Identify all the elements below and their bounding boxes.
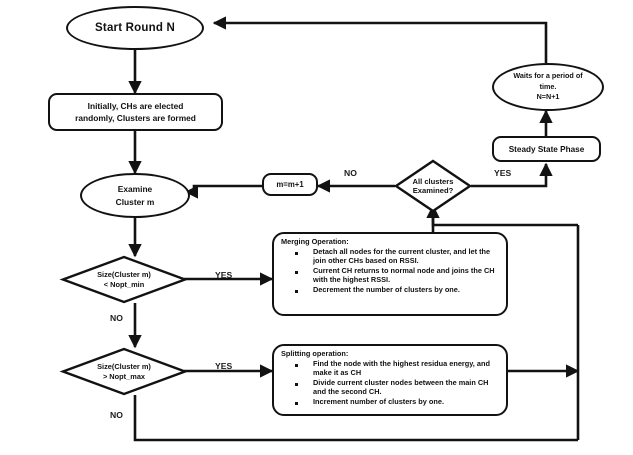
node-waits-period-line2: time.	[539, 81, 557, 91]
node-steady-state-phase[interactable]: Steady State Phase	[492, 136, 601, 162]
node-examine-cluster-line1: Examine	[117, 183, 153, 194]
node-all-clusters-examined[interactable]: All clusters Examined?	[393, 159, 473, 213]
size-greater-than-max-line1: Size(Cluster m)	[97, 362, 151, 372]
splitting-bullet-2: Divide current cluster nodes between the…	[281, 378, 500, 397]
node-increment-m[interactable]: m=m+1	[262, 173, 318, 196]
edge-label-size-max-no: NO	[110, 410, 123, 420]
node-initial-ch-election[interactable]: Initially, CHs are elected randomly, Clu…	[48, 93, 223, 131]
node-initial-ch-election-line2: randomly, Clusters are formed	[75, 113, 196, 123]
node-initial-ch-election-line1: Initially, CHs are elected	[87, 100, 184, 111]
merging-bullet-1: Detach all nodes for the current cluster…	[281, 247, 500, 266]
edge-label-size-min-yes: YES	[215, 270, 233, 280]
panel-merging-operation[interactable]: Merging Operation: Detach all nodes for …	[272, 232, 508, 316]
size-less-than-min-shape	[59, 255, 189, 304]
splitting-operation-title: Splitting operation:	[281, 349, 349, 358]
edge-all-examined-yes-to-steady	[471, 162, 553, 188]
size-greater-than-max-shape	[59, 347, 189, 396]
panel-splitting-operation[interactable]: Splitting operation: Find the node with …	[272, 344, 508, 416]
edge-sizemax-no-rail	[133, 395, 578, 442]
all-clusters-examined-line2: Examined?	[412, 186, 454, 195]
merging-bullet-2: Current CH returns to normal node and jo…	[281, 266, 500, 285]
node-size-less-than-min[interactable]: Size(Cluster m) < Nopt_min	[59, 255, 189, 304]
node-waits-period[interactable]: Waits for a period of time. N=N+1	[492, 63, 604, 111]
node-examine-cluster-line2: Cluster m	[115, 196, 155, 207]
edge-waits-to-start	[212, 16, 548, 63]
node-waits-period-line3: N=N+1	[536, 92, 560, 102]
all-clusters-examined-line1: All clusters	[412, 176, 454, 186]
node-waits-period-line1: Waits for a period of	[513, 71, 583, 81]
splitting-bullet-3: Increment number of clusters by one.	[281, 397, 500, 407]
edge-label-size-max-yes: YES	[215, 361, 233, 371]
merging-bullet-3: Decrement the number of clusters by one.	[281, 285, 500, 295]
node-start-round[interactable]: Start Round N	[66, 6, 204, 50]
node-examine-cluster[interactable]: Examine Cluster m	[80, 173, 190, 218]
splitting-operation-list: Find the node with the highest residua e…	[281, 359, 500, 407]
size-less-than-min-line2: < Nopt_min	[103, 279, 145, 289]
merging-operation-list: Detach all nodes for the current cluster…	[281, 247, 500, 295]
node-size-greater-than-max[interactable]: Size(Cluster m) > Nopt_max	[59, 347, 189, 396]
edge-label-size-min-no: NO	[110, 313, 123, 323]
size-greater-than-max-line2: > Nopt_max	[102, 371, 146, 381]
edge-label-all-examined-yes: YES	[494, 168, 512, 178]
size-less-than-min-line1: Size(Cluster m)	[97, 270, 151, 280]
edge-increment-to-examine	[184, 184, 262, 199]
merging-operation-title: Merging Operation:	[281, 237, 349, 246]
splitting-bullet-1: Find the node with the highest residua e…	[281, 359, 500, 378]
edge-label-all-examined-no: NO	[344, 168, 357, 178]
